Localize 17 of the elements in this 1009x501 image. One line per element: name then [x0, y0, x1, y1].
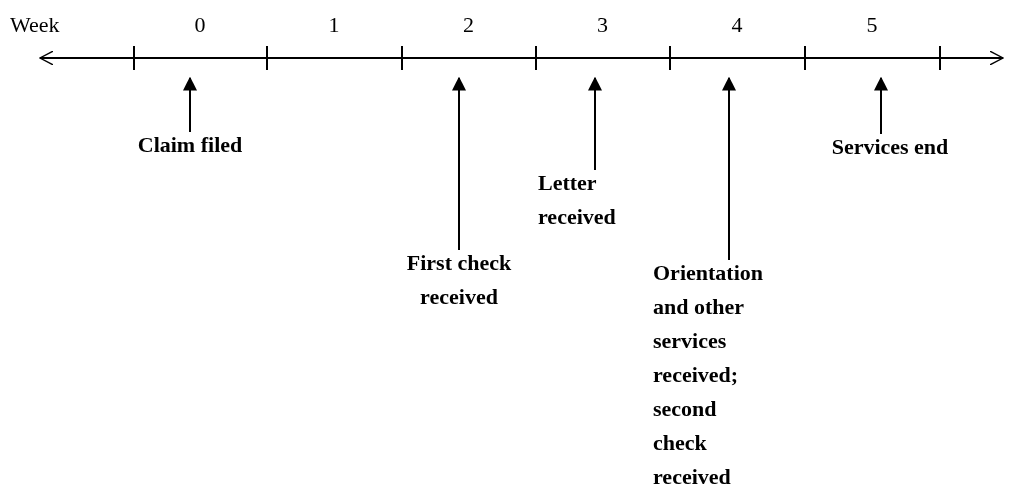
tick-label: 0	[194, 12, 206, 38]
tick-label: 4	[731, 12, 743, 38]
pointer-arrow	[874, 76, 888, 135]
tick-label: 3	[597, 12, 608, 38]
pointer-arrow	[183, 76, 197, 133]
event-label: First check received	[384, 246, 534, 314]
axis-title: Week	[10, 12, 60, 38]
event-label: Orientation and other services received; second check received	[653, 256, 771, 494]
pointer-arrow	[452, 76, 466, 251]
event-label: Claim filed	[110, 128, 270, 162]
tick-label: 1	[328, 12, 340, 38]
event-label: Letter received	[538, 166, 638, 234]
event-label: Services end	[800, 130, 980, 164]
tick-label: 5	[866, 12, 878, 38]
pointer-arrow	[722, 76, 736, 261]
pointer-arrow	[588, 76, 602, 171]
tick-label: 2	[463, 12, 474, 38]
